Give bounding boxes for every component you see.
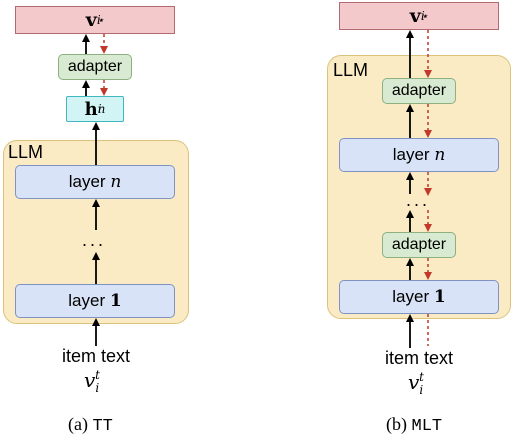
panel-a-caption: (a) TT (68, 414, 113, 436)
panel-a-item-text: item text (61, 346, 131, 366)
panel-a-forward-arrows (82, 34, 100, 346)
panel-a-adapter: adapter (58, 54, 132, 80)
panel-a-layer-n: layer n (15, 165, 175, 199)
panel-b-adapter-top: adapter (382, 78, 456, 104)
panel-b-layer-1: layer 1 (339, 280, 499, 314)
panel-b-adapter-bottom: adapter (382, 232, 456, 258)
panel-a-layer-1: layer 1 (15, 284, 175, 318)
panel-b-item-text: item text (384, 348, 454, 368)
panel-a-llm-label: LLM (8, 142, 44, 162)
panel-b-caption: (b) MLT (386, 414, 443, 436)
panel-b-layer-n: layer n (339, 138, 499, 172)
panel-b-llm-label: LLM (333, 60, 369, 80)
panel-a-ellipsis: ... (82, 230, 107, 250)
panel-a-input-vector: vit (84, 368, 100, 395)
panel-b-input-vector: vit (408, 370, 424, 397)
panel-b-ellipsis: ... (406, 190, 431, 210)
